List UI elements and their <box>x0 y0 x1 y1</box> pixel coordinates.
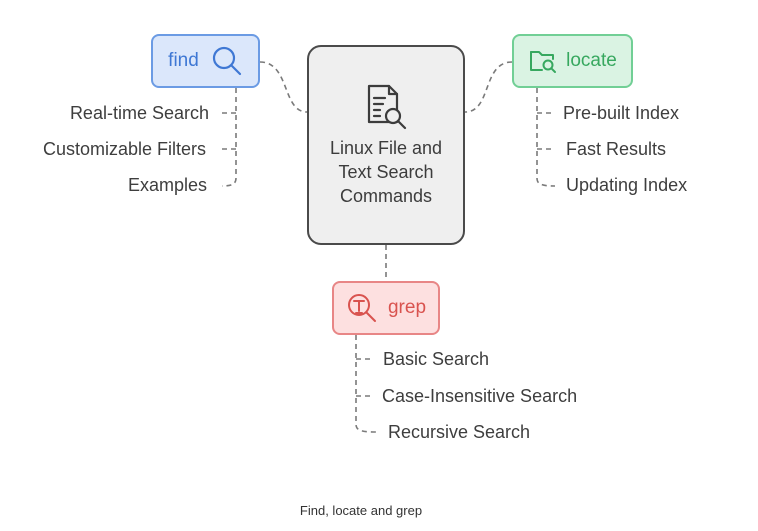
locate-node: locate <box>512 34 633 88</box>
find-node: find <box>151 34 260 88</box>
center-title: Linux File and Text Search Commands <box>329 138 443 206</box>
find-label: find <box>168 50 199 71</box>
find-item-2: Customizable Filters <box>42 139 206 159</box>
diagram-caption: Find, locate and grep <box>299 503 423 518</box>
find-item-3: Examples <box>127 175 207 195</box>
grep-item-2: Case-Insensitive Search <box>382 386 578 406</box>
magnifier-icon <box>212 46 241 76</box>
grep-node: grep <box>332 281 440 335</box>
folder-search-icon <box>530 51 557 73</box>
connector-locate-items <box>536 88 556 187</box>
document-search-icon <box>367 84 407 130</box>
connector-find-items <box>221 88 237 187</box>
connector-grep-items <box>355 335 377 433</box>
locate-label: locate <box>566 50 617 71</box>
locate-item-1: Pre-built Index <box>563 103 680 123</box>
grep-item-1: Basic Search <box>383 349 490 369</box>
connector-find-center <box>259 61 308 113</box>
connector-locate-center <box>464 61 513 113</box>
grep-label: grep <box>387 297 427 318</box>
center-node: Linux File and Text Search Commands <box>307 45 465 245</box>
find-item-1: Real-time Search <box>69 103 209 123</box>
locate-item-2: Fast Results <box>566 139 667 159</box>
grep-item-3: Recursive Search <box>388 422 531 442</box>
text-search-icon <box>347 294 376 322</box>
locate-item-3: Updating Index <box>566 175 688 195</box>
